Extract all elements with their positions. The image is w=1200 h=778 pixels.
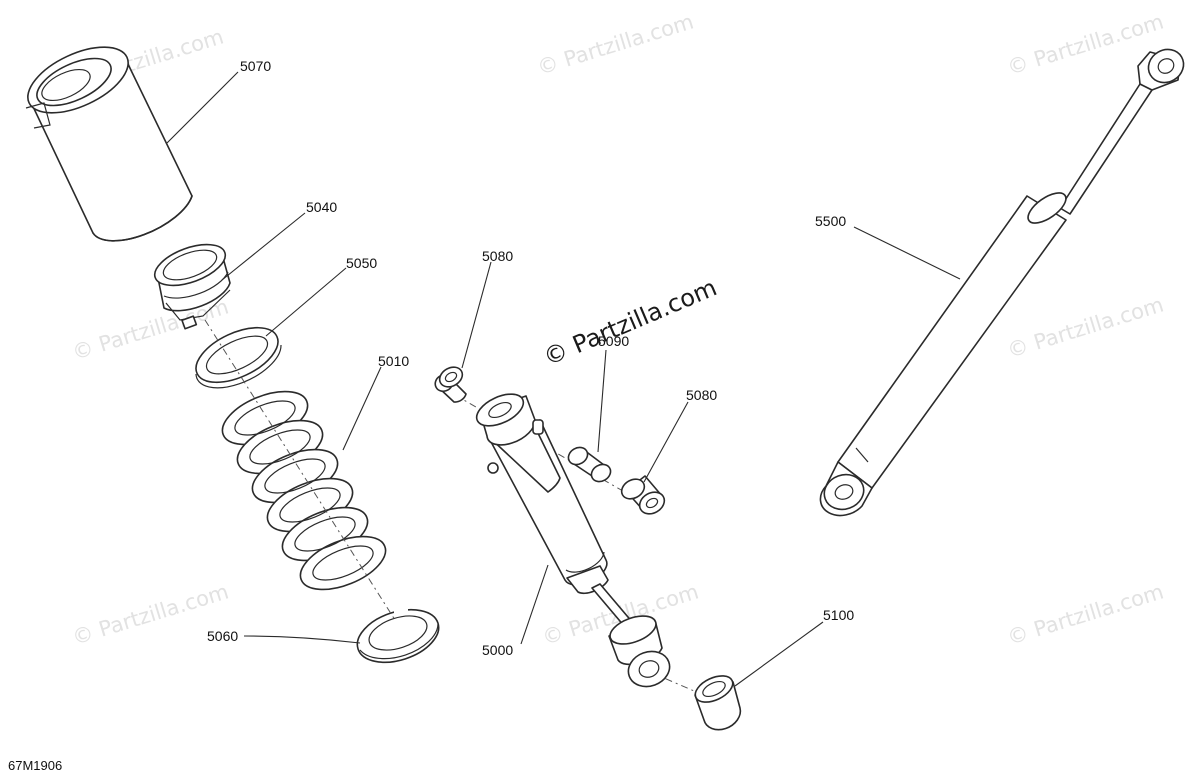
callout-5070: 5070 bbox=[240, 58, 271, 74]
leader-5000 bbox=[520, 564, 549, 645]
part-5060-clip bbox=[356, 604, 440, 664]
part-5040-spring-seat bbox=[153, 243, 231, 330]
part-5050-washer bbox=[195, 326, 282, 389]
leader-5500 bbox=[853, 226, 961, 280]
assembly-axis bbox=[204, 319, 396, 621]
leader-5010 bbox=[342, 366, 382, 451]
callouts: 5070 5040 5050 5010 5060 5080 5090 5080 … bbox=[207, 58, 854, 658]
watermark-center: © Partzilla.com bbox=[539, 273, 720, 371]
leader-5040 bbox=[221, 212, 306, 281]
leader-5060 bbox=[243, 635, 361, 644]
drawing-code: 67M1906 bbox=[8, 758, 62, 773]
callout-5000: 5000 bbox=[482, 642, 513, 658]
callout-5100: 5100 bbox=[823, 607, 854, 623]
part-5010-spring bbox=[221, 390, 387, 591]
leader-5080a bbox=[461, 261, 492, 369]
callout-5010: 5010 bbox=[378, 353, 409, 369]
leader-5090 bbox=[597, 349, 607, 453]
watermark: © Partzilla.com bbox=[1004, 579, 1166, 649]
watermark: © Partzilla.com bbox=[534, 9, 696, 79]
part-5080-bushing-left bbox=[434, 366, 467, 403]
callout-5090: 5090 bbox=[598, 333, 629, 349]
part-5090-spacer bbox=[567, 446, 612, 483]
callout-5060: 5060 bbox=[207, 628, 238, 644]
leader-5100 bbox=[734, 621, 824, 687]
callout-5080-right: 5080 bbox=[686, 387, 717, 403]
part-5000-shock bbox=[475, 393, 671, 688]
callout-5040: 5040 bbox=[306, 199, 337, 215]
part-5070-sleeve bbox=[25, 46, 193, 242]
callout-5050: 5050 bbox=[346, 255, 377, 271]
watermark: © Partzilla.com bbox=[1004, 292, 1166, 362]
callout-5500: 5500 bbox=[815, 213, 846, 229]
leader-lines bbox=[166, 71, 961, 687]
leader-5080b bbox=[643, 401, 689, 483]
callout-5080-left: 5080 bbox=[482, 248, 513, 264]
part-5100-bushing bbox=[694, 675, 742, 731]
leader-5050 bbox=[265, 267, 347, 337]
part-5500-gas-shock bbox=[819, 48, 1185, 517]
part-5080-bushing-right bbox=[620, 475, 666, 515]
leader-5070 bbox=[166, 71, 239, 144]
